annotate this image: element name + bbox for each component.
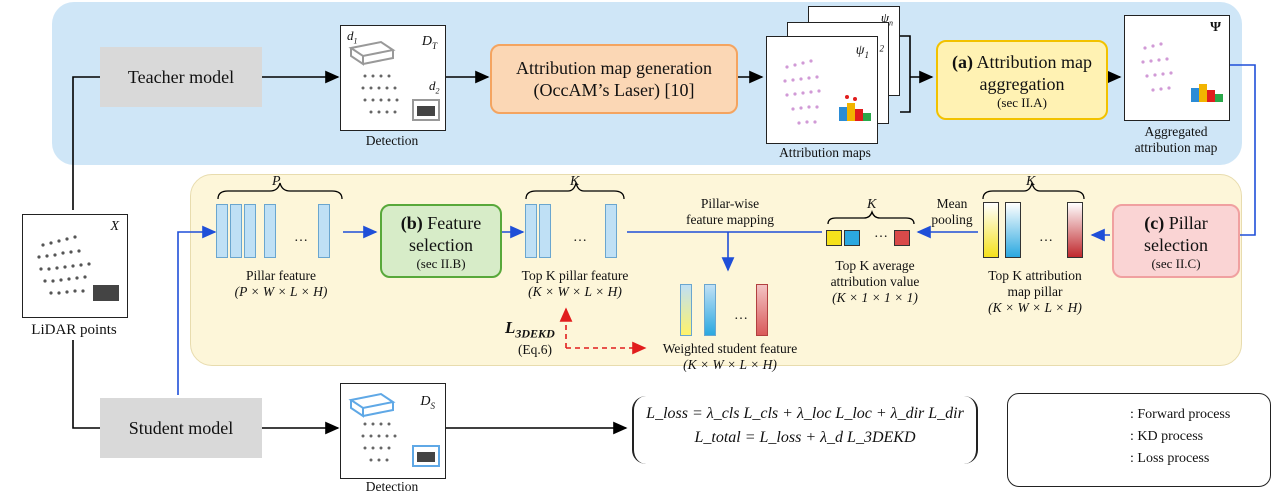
psi-aggregate-label: Ψ: [1210, 20, 1221, 35]
weighted-bar: [680, 284, 692, 336]
topk-bar: [525, 204, 537, 258]
brace-k-avg: [827, 209, 915, 225]
mean-pooling-label: Mean pooling: [931, 196, 973, 227]
aggregation-box: (a) Attribution map aggregation (sec II.…: [936, 40, 1108, 120]
loss-equations: L_loss = λ_cls L_cls + λ_loc L_loc + λ_d…: [632, 396, 978, 464]
student-detection-image: DS: [340, 383, 446, 479]
ds-symbol: DS: [420, 394, 435, 411]
psi-2-label: 2: [879, 43, 885, 54]
avg-value-stack: …: [826, 226, 918, 248]
teacher-model-box: Teacher model: [100, 47, 262, 107]
attribution-map-1: ψ1: [766, 36, 878, 144]
pillar-selection-section: (sec II.C): [1151, 255, 1201, 271]
attribution-pillar-stack: …: [983, 198, 1088, 260]
legend: [1007, 393, 1271, 487]
pillar-bar: [230, 204, 242, 258]
feature-selection-subtitle: selection: [409, 234, 473, 255]
topk-bar: [539, 204, 551, 258]
attr-pillar-bar: [1067, 202, 1083, 258]
pillar-bar: [244, 204, 256, 258]
kd-panel: [190, 174, 1242, 366]
arrow-student-pillar: [177, 225, 217, 395]
detection-boxes-icon: [348, 40, 440, 121]
student-model-box: Student model: [100, 398, 262, 458]
attribution-pillar-caption: Top K attribution map pillar (K × W × L …: [988, 268, 1082, 315]
arrow-lidar-teacher: [72, 76, 100, 210]
pillar-bar: [264, 204, 276, 258]
pillar-selection-box: (c) Pillar selection (sec II.C): [1112, 204, 1240, 278]
arrow-lidar-student: [72, 340, 100, 429]
pillar-dots: …: [294, 230, 308, 245]
weighted-bar: [756, 284, 768, 336]
arrow-aggmap-pillar: [1230, 64, 1256, 236]
d1-label: d1: [347, 28, 358, 46]
pillar-selection-title: (c) Pillar: [1144, 212, 1208, 233]
teacher-detection-image: d1 d2 DT: [340, 25, 446, 131]
loss-3dekd-label: L3DEKD: [505, 318, 555, 341]
psi-1-label: ψ1: [855, 43, 869, 60]
avg-cube: [826, 230, 842, 246]
attr-pillar-bar: [983, 202, 999, 258]
weighted-bar: [704, 284, 716, 336]
teacher-detection-caption: Detection: [365, 133, 419, 148]
attribution-heatmap-icon: [783, 59, 871, 125]
aggregated-map-caption: Aggregated attribution map: [1134, 124, 1218, 155]
pillar-bar: [216, 204, 228, 258]
attribution-generation-box: Attribution map generation (OccAM’s Lase…: [490, 44, 738, 114]
loss-3dekd-eq: (Eq.6): [517, 342, 553, 357]
pillar-wise-mapping-label: Pillar-wise feature mapping: [685, 196, 775, 227]
legend-kd: : KD process: [1130, 429, 1204, 444]
lidar-caption: LiDAR points: [31, 322, 117, 338]
feature-selection-box: (b) Feature selection (sec II.B): [380, 204, 502, 278]
brace-k-topk: [525, 182, 625, 200]
topk-bar: [605, 204, 617, 258]
lidar-symbol: X: [110, 219, 119, 234]
aggregated-map-image: Ψ: [1124, 15, 1230, 121]
topk-feature-caption: Top K pillar feature (K × W × L × H): [521, 268, 629, 299]
legend-forward: : Forward process: [1130, 407, 1231, 422]
avg-dots: …: [874, 226, 888, 241]
student-detection-caption: Detection: [365, 479, 419, 494]
attr-pillar-bar: [1005, 202, 1021, 258]
maps-bracket: [900, 35, 911, 113]
attribution-maps-caption: Attribution maps: [779, 145, 871, 160]
brace-k-topk-label: K: [570, 174, 580, 189]
aggregation-section: (sec II.A): [997, 94, 1047, 110]
equation-total: L_total = L_loss + λ_d L_3DEKD: [694, 429, 916, 446]
psi-n-label: ψn: [880, 10, 893, 28]
avg-cube: [894, 230, 910, 246]
topk-feature-stack: …: [525, 198, 625, 260]
equation-loss: L_loss = λ_cls L_cls + λ_loc L_loc + λ_d…: [646, 405, 964, 422]
pillar-feature-stack: …: [216, 198, 346, 260]
student-detection-boxes-icon: [348, 392, 440, 467]
pillar-bar: [318, 204, 330, 258]
brace-k-avg-label: K: [867, 197, 877, 212]
lidar-image: X: [22, 214, 128, 318]
pillar-feature-caption: Pillar feature (P × W × L × H): [234, 268, 328, 299]
legend-loss: : Loss process: [1130, 451, 1210, 466]
lidar-point-cloud-icon: [37, 235, 119, 301]
brace-p-label: P: [272, 174, 281, 189]
brace-k-attr-label: K: [1026, 174, 1036, 189]
d2-label: d2: [429, 78, 440, 96]
attribution-generation-title: Attribution map generation: [516, 58, 712, 78]
pillar-selection-subtitle: selection: [1144, 234, 1208, 255]
brace-p: [217, 182, 343, 200]
avg-value-caption: Top K average attribution value (K × 1 ×…: [830, 258, 920, 305]
aggregation-title: (a) Attribution map: [952, 51, 1092, 72]
avg-cube: [844, 230, 860, 246]
dt-symbol: DT: [421, 34, 437, 51]
aggregation-subtitle: aggregation: [979, 73, 1065, 94]
attribution-generation-ref: (OccAM’s Laser) [10]: [533, 80, 695, 100]
feature-selection-title: (b) Feature: [400, 212, 482, 233]
aggregated-heatmap-icon: [1141, 42, 1223, 102]
attr-pillar-dots: …: [1039, 230, 1053, 245]
weighted-feature-caption: Weighted student feature (K × W × L × H): [662, 341, 798, 372]
feature-selection-section: (sec II.B): [416, 255, 466, 271]
brace-k-attr: [982, 182, 1085, 200]
weighted-feature-stack: …: [680, 280, 780, 340]
weighted-dots: …: [734, 308, 748, 323]
topk-dots: …: [573, 230, 587, 245]
